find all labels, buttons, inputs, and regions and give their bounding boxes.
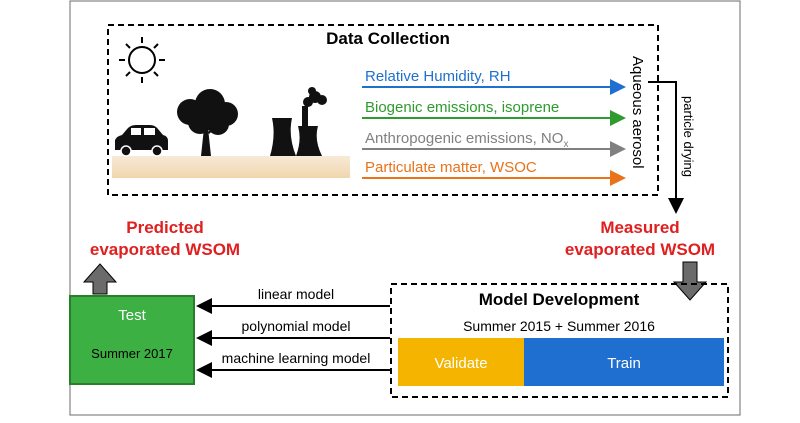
validate-block <box>398 338 524 386</box>
data-collection-box <box>107 24 659 196</box>
test-title: Test <box>118 307 146 324</box>
input-label-anthropogenic: Anthropogenic emissions, NOx <box>365 130 568 150</box>
ml-model-label: machine learning model <box>222 350 371 366</box>
down-block-arrow-icon <box>672 261 708 301</box>
test-box <box>69 295 195 385</box>
data-collection-title: Data Collection <box>326 29 450 48</box>
tree-icon <box>177 89 238 156</box>
outer-frame <box>69 0 741 416</box>
model-development-title: Model Development <box>479 290 640 309</box>
polynomial-model-label: polynomial model <box>242 318 351 334</box>
predicted-label-line2: evaporated WSOM <box>90 240 240 259</box>
particle-drying-arrow <box>648 81 684 214</box>
measured-label-line1: Measured <box>600 218 679 237</box>
model-development-box <box>390 283 729 398</box>
train-block <box>524 338 724 386</box>
power-plant-icon <box>270 87 327 156</box>
measured-label-line2: evaporated WSOM <box>565 240 715 259</box>
car-icon <box>115 125 168 157</box>
input-label-biogenic: Biogenic emissions, isoprene <box>365 99 559 116</box>
test-subtitle: Summer 2017 <box>91 346 173 361</box>
train-label: Train <box>607 355 641 372</box>
aqueous-aerosol-label: Aqueous aerosol <box>629 56 646 169</box>
up-block-arrow-icon <box>82 263 118 295</box>
input-label-rh: Relative Humidity, RH <box>365 68 511 85</box>
anthropogenic-subscript: x <box>563 139 568 150</box>
anthropogenic-main: Anthropogenic emissions, NO <box>365 130 563 147</box>
predicted-label-line1: Predicted <box>126 218 203 237</box>
linear-model-label: linear model <box>258 286 334 302</box>
validate-label: Validate <box>434 355 487 372</box>
model-development-subtitle: Summer 2015 + Summer 2016 <box>463 318 655 334</box>
ground-strip <box>112 156 350 178</box>
particle-drying-label: particle drying <box>681 96 696 177</box>
sun-icon <box>119 37 165 83</box>
input-label-pm: Particulate matter, WSOC <box>365 159 537 176</box>
